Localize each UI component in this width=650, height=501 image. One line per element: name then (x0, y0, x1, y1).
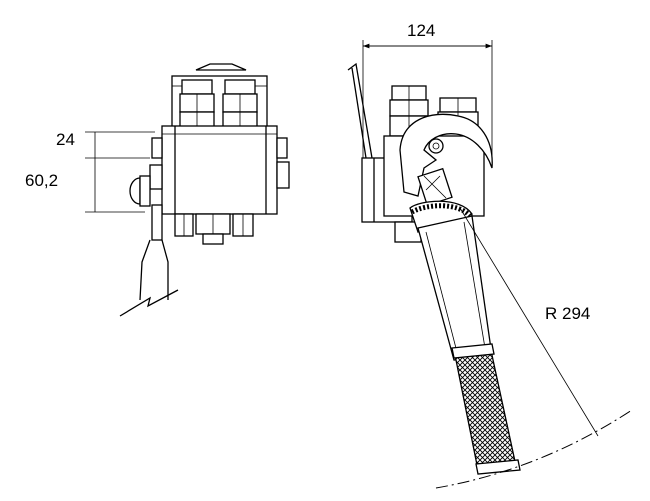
side-view (85, 63, 290, 317)
dimension-label-60-2: 60,2 (25, 171, 58, 190)
front-view (347, 40, 633, 489)
radius-arc (435, 409, 633, 489)
height-dimension-lines (85, 131, 155, 213)
dimension-label-124: 124 (407, 21, 435, 40)
radius-line (459, 207, 599, 437)
dimension-label-24: 24 (56, 130, 75, 149)
dimension-label-radius: R 294 (545, 304, 590, 323)
